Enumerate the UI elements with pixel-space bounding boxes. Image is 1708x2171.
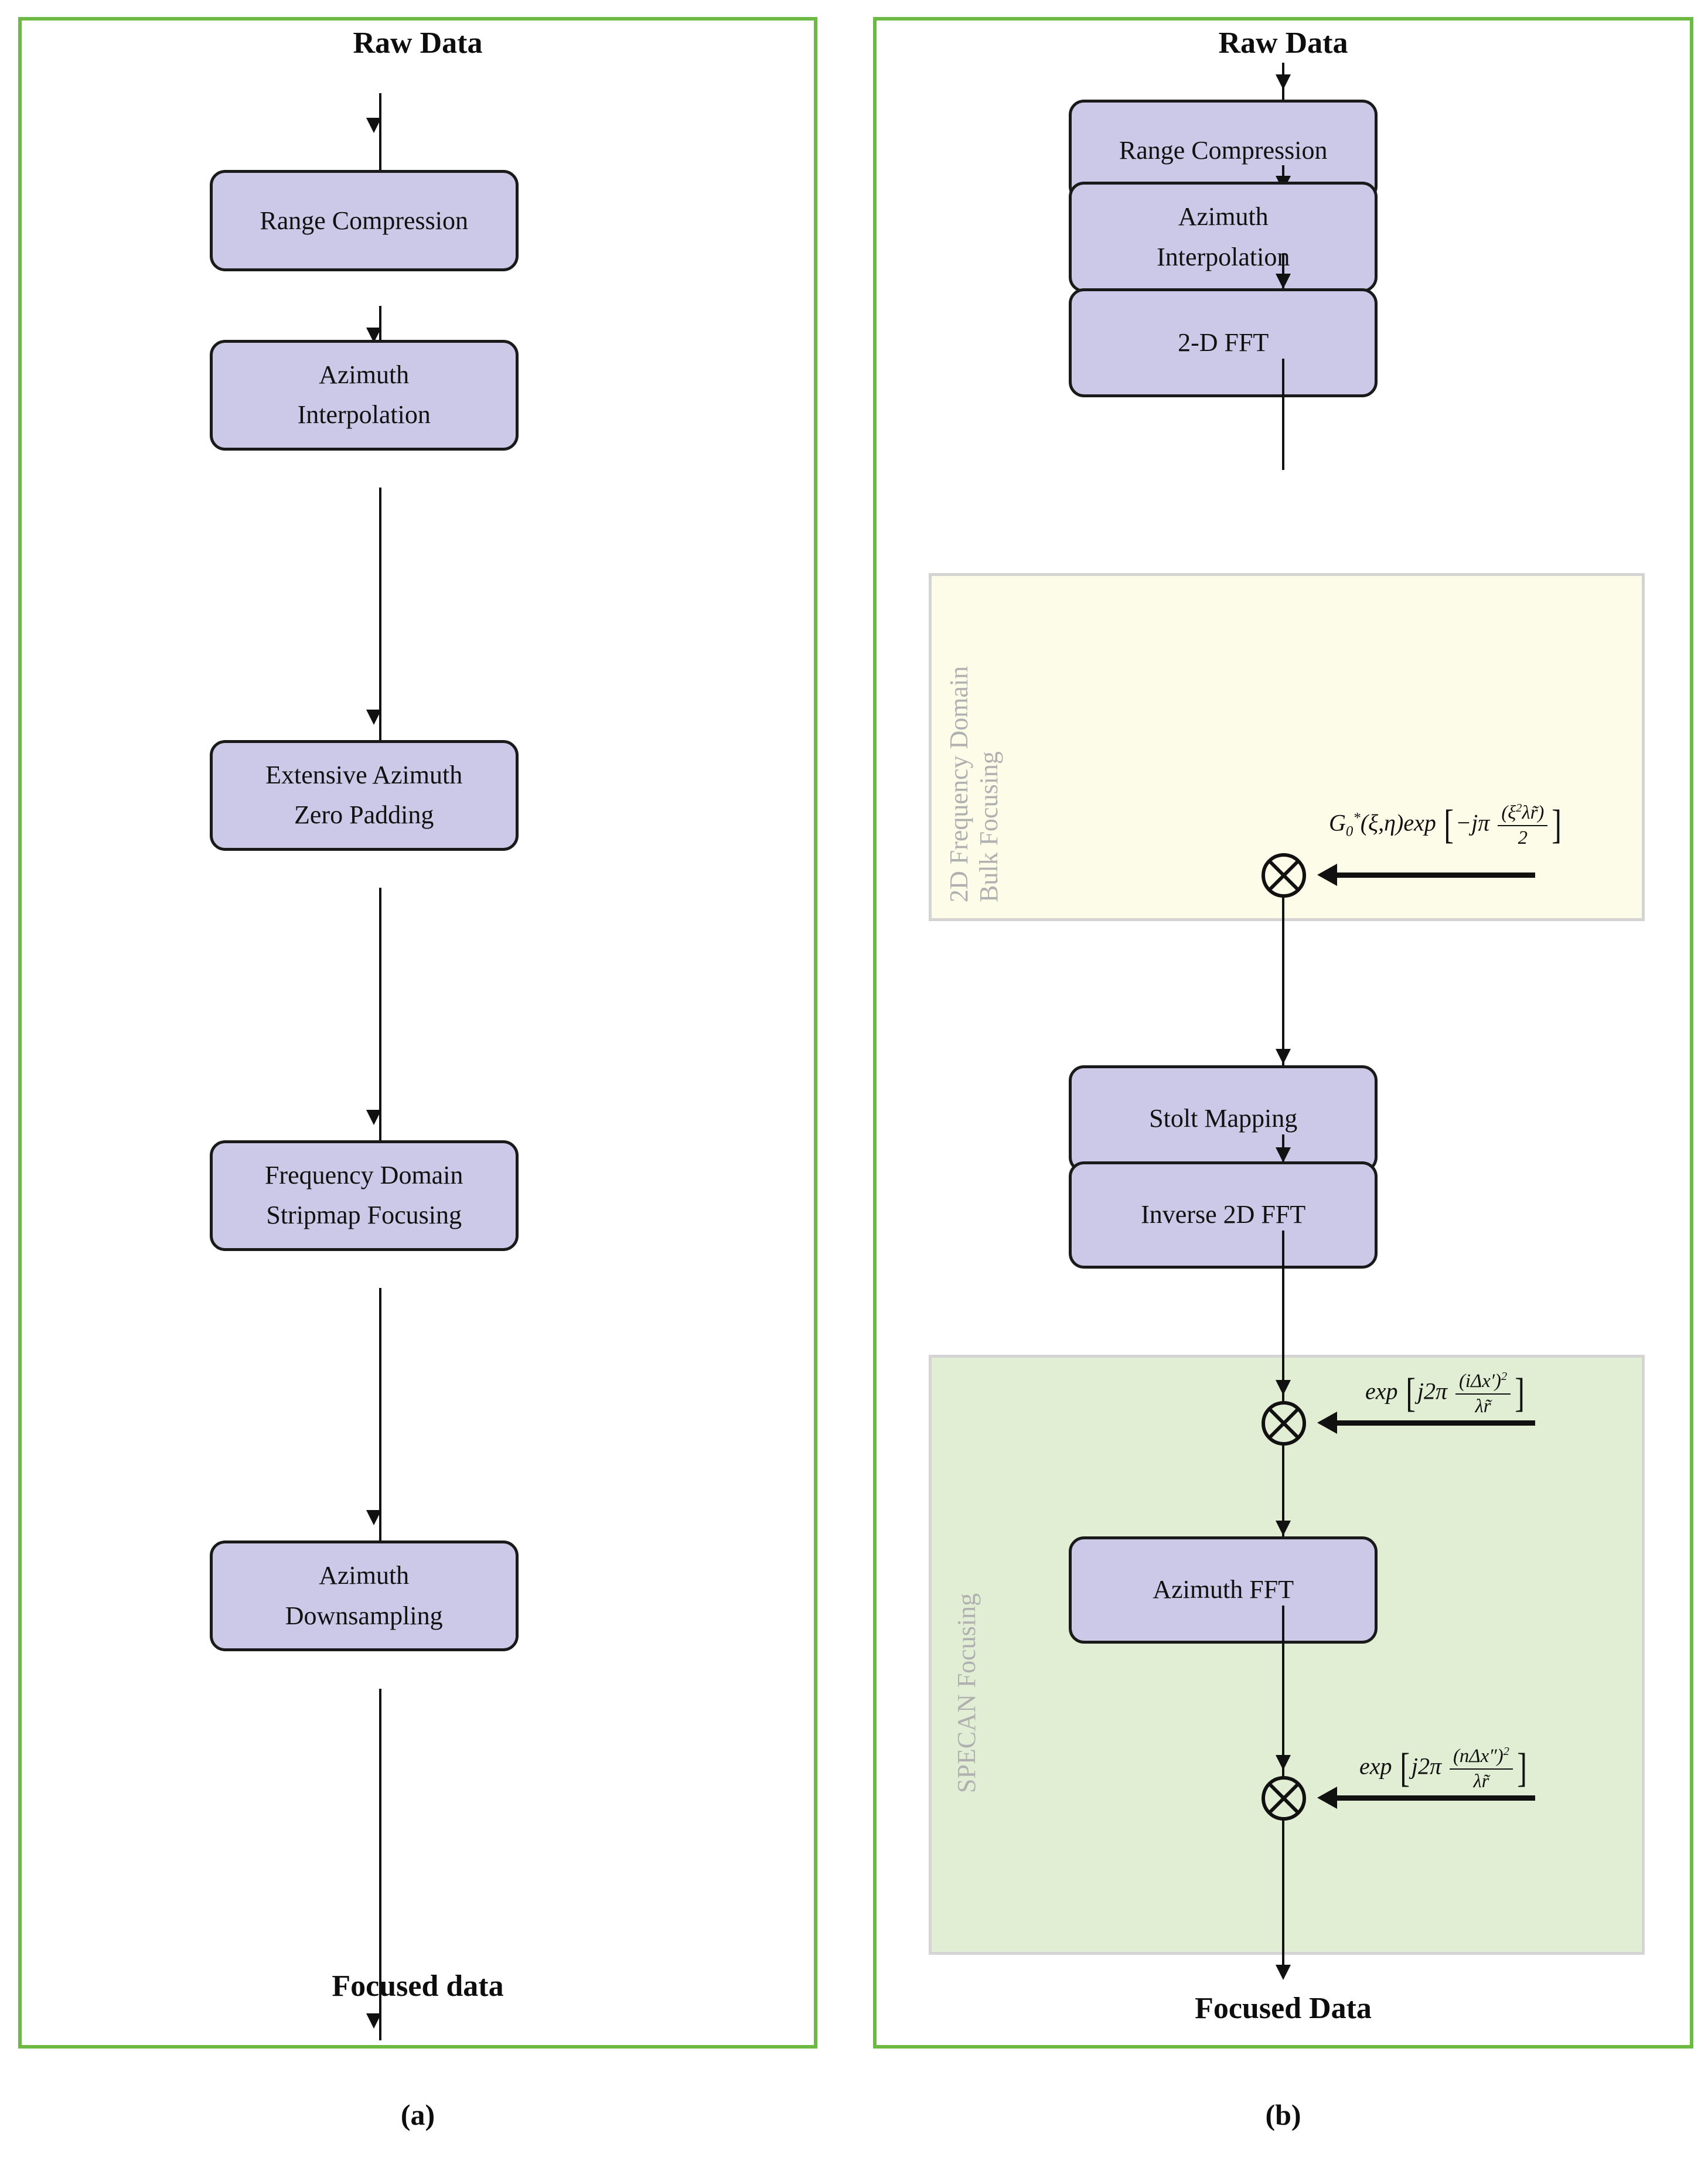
caption-a: (a) (400, 2098, 435, 2131)
arrowhead-a-4 (366, 1510, 381, 1526)
multiplier-node-bulk[interactable] (1261, 853, 1307, 898)
formula-bulk-phase: G0*(ξ,η)exp [−jπ (ξ2λr̃) 2 ] (1329, 802, 1562, 848)
multiplier-node-specan-2[interactable] (1261, 1775, 1307, 1821)
box-a-range-compression-line-1: Range Compression (260, 206, 469, 235)
box-b-2d-fft-line-1: 2-D FFT (1178, 328, 1269, 357)
box-a-azimuth-interpolation[interactable]: Azimuth Interpolation (209, 339, 519, 451)
arrowhead-b-8 (1276, 1755, 1291, 1770)
region-specan-label-line-1: SPECAN Focusing (952, 1593, 981, 1793)
arrowhead-b-4 (1276, 1049, 1291, 1064)
connector-a-3 (379, 888, 382, 1140)
box-a-azimuth-interpolation-line-1: Azimuth (319, 360, 410, 390)
box-a-azimuth-downsampling-line-1: Azimuth (319, 1561, 410, 1590)
box-a-azimuth-downsampling[interactable]: Azimuth Downsampling (209, 1541, 519, 1652)
panel-b-start-label: Raw Data (1218, 26, 1348, 60)
box-b-azimuth-interpolation-line-1: Azimuth (1178, 202, 1269, 231)
connector-a-2 (379, 488, 382, 740)
box-a-frequency-domain-stripmap-focusing-line-2: Stripmap Focusing (266, 1201, 462, 1230)
box-b-inverse-2d-fft[interactable]: Inverse 2D FFT (1069, 1161, 1378, 1269)
connector-a-4 (379, 1288, 382, 1541)
caption-b: (b) (1265, 2098, 1301, 2131)
box-b-inverse-2d-fft-line-1: Inverse 2D FFT (1141, 1200, 1306, 1229)
box-b-azimuth-interpolation-line-2: Interpolation (1157, 242, 1290, 271)
box-b-azimuth-fft-line-1: Azimuth FFT (1153, 1575, 1294, 1604)
connector-b-end (1282, 1819, 1284, 1978)
arrowhead-a-end (366, 2013, 381, 2029)
arrowhead-b-5 (1276, 1147, 1291, 1163)
box-b-azimuth-interpolation[interactable]: Azimuth Interpolation (1069, 182, 1378, 293)
arrowhead-b-7 (1276, 1521, 1291, 1536)
region-2d-frequency-domain-bulk-focusing (929, 573, 1645, 921)
box-a-frequency-domain-stripmap-focusing[interactable]: Frequency Domain Stripmap Focusing (209, 1140, 519, 1251)
region-specan-label: SPECAN Focusing (952, 1593, 982, 1793)
arrowhead-a-start (366, 117, 381, 133)
box-a-extensive-azimuth-zero-padding[interactable]: Extensive Azimuth Zero Padding (209, 739, 519, 851)
formula-specan-phase-1: exp [j2π (iΔx′)2 λr̃ ] (1365, 1370, 1525, 1417)
arrowhead-b-bulk-phase (1317, 864, 1337, 886)
arrowhead-b-specan-phase1 (1317, 1412, 1337, 1434)
connector-b-2 (1282, 253, 1284, 293)
box-b-range-compression-line-1: Range Compression (1119, 135, 1328, 165)
arrowhead-b-end (1276, 1965, 1291, 1980)
arrowhead-a-3 (366, 1110, 381, 1126)
box-b-stolt-mapping-line-1: Stolt Mapping (1149, 1104, 1298, 1133)
box-b-2d-fft[interactable]: 2-D FFT (1069, 288, 1378, 397)
connector-b-7 (1282, 1444, 1284, 1538)
region-bulk-label-line-1: 2D Frequency Domain (945, 666, 973, 902)
connector-b-specan-phase2-arrow (1336, 1795, 1535, 1801)
connector-a-end (379, 1688, 382, 2040)
box-a-frequency-domain-stripmap-focusing-line-1: Frequency Domain (264, 1161, 463, 1190)
formula-specan-phase-2: exp [j2π (nΔx″)2 λr̃ ] (1359, 1745, 1527, 1792)
arrowhead-b-2 (1276, 274, 1291, 289)
box-b-stolt-mapping[interactable]: Stolt Mapping (1069, 1065, 1378, 1173)
box-a-azimuth-interpolation-line-2: Interpolation (297, 400, 431, 430)
box-a-azimuth-downsampling-line-2: Downsampling (285, 1601, 443, 1630)
region-bulk-label-line-2: Bulk Focusing (974, 751, 1003, 902)
connector-b-3 (1282, 359, 1284, 470)
arrowhead-b-6 (1276, 1380, 1291, 1395)
connector-b-4 (1282, 897, 1284, 1084)
panel-a (18, 17, 817, 2049)
panel-a-start-label: Raw Data (353, 26, 483, 60)
box-a-extensive-azimuth-zero-padding-line-2: Zero Padding (294, 800, 434, 830)
panel-a-end-label: Focused data (332, 1969, 504, 2003)
panel-b-end-label: Focused Data (1195, 1992, 1372, 2025)
region-specan-focusing (929, 1355, 1645, 1955)
region-bulk-label: 2D Frequency Domain Bulk Focusing (945, 666, 1004, 902)
connector-b-8 (1282, 1606, 1284, 1778)
box-b-azimuth-fft[interactable]: Azimuth FFT (1069, 1536, 1378, 1644)
arrowhead-b-specan-phase2 (1317, 1787, 1337, 1809)
box-a-range-compression[interactable]: Range Compression (209, 169, 519, 272)
connector-b-bulk-phase-arrow (1336, 873, 1535, 878)
connector-b-specan-phase1-arrow (1336, 1420, 1535, 1426)
arrowhead-b-start (1276, 74, 1291, 90)
multiplier-node-specan-1[interactable] (1261, 1400, 1307, 1446)
arrowhead-a-2 (366, 710, 381, 725)
connector-b-6 (1282, 1231, 1284, 1403)
box-a-extensive-azimuth-zero-padding-line-1: Extensive Azimuth (265, 761, 463, 790)
